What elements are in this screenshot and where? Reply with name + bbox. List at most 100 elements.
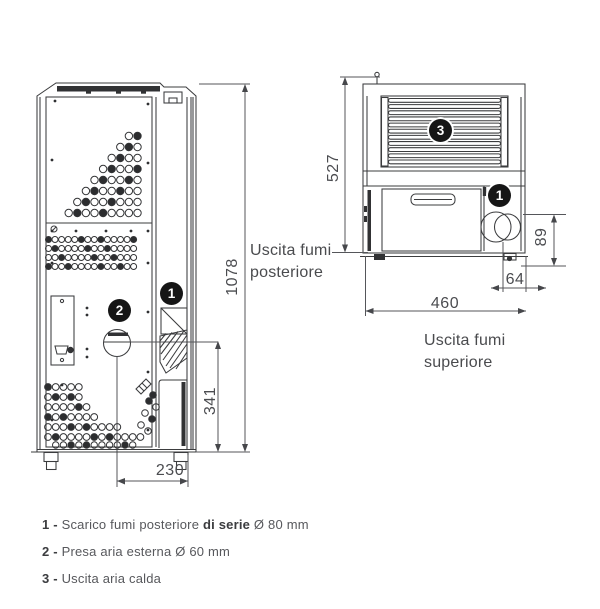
screw-dot xyxy=(146,161,150,165)
vent-hole xyxy=(130,245,138,252)
dim-label-flue-horizontal: 230 xyxy=(155,462,185,479)
dim-label-flue-height: 341 xyxy=(202,386,219,416)
grille-slat xyxy=(387,147,502,153)
vent-hole xyxy=(81,197,91,207)
power-socket xyxy=(67,346,74,354)
screw-dot xyxy=(85,313,89,317)
vent-hole xyxy=(73,197,82,207)
vent-hole xyxy=(74,383,83,391)
vent-hole xyxy=(98,186,108,196)
marker-rear-flue-outlet: 1 xyxy=(160,282,183,305)
vent-hole xyxy=(84,263,92,270)
vent-hole xyxy=(136,433,145,441)
divider-tick xyxy=(482,187,487,196)
vent-hole xyxy=(67,403,75,411)
vent-hole xyxy=(67,441,75,449)
side-body-outline xyxy=(362,83,526,254)
vent-hole xyxy=(133,164,142,174)
vent-hole xyxy=(97,254,105,261)
vent-hole xyxy=(124,175,134,185)
vent-hole xyxy=(124,164,134,174)
vent-hole xyxy=(110,245,118,252)
vent-hole xyxy=(90,441,98,449)
screw-dots xyxy=(50,99,150,432)
triangular-perforation-field xyxy=(64,131,142,218)
vent-hole xyxy=(67,413,75,421)
dim-label-flue-side: 64 xyxy=(505,271,525,288)
top-bracket-notch xyxy=(168,97,178,104)
marker-side-flue-outlet: 1 xyxy=(488,184,511,207)
rear-top-vent-strip xyxy=(57,86,160,92)
vent-hole xyxy=(71,263,79,270)
legend-1-number: 1 - xyxy=(42,517,58,532)
vent-hole xyxy=(71,236,79,243)
vent-hole xyxy=(81,186,91,196)
vent-hole xyxy=(123,236,131,243)
grille-slats xyxy=(387,97,502,165)
vent-hole xyxy=(67,383,75,391)
vent-hole xyxy=(105,423,114,431)
vent-hole xyxy=(130,236,138,243)
vent-hole xyxy=(116,142,125,152)
dimension-64 xyxy=(491,256,546,292)
vent-hole xyxy=(97,263,105,270)
pellet-drawer xyxy=(381,188,482,252)
dimension-89 xyxy=(521,214,566,267)
vent-hole xyxy=(51,236,59,243)
vent-hole xyxy=(113,423,122,431)
vent-hole xyxy=(64,208,73,218)
dimension-1078 xyxy=(196,83,250,453)
vent-hole xyxy=(116,186,125,196)
marker-air-intake: 2 xyxy=(108,299,131,322)
vent-hole xyxy=(145,397,153,405)
electrical-panel xyxy=(50,295,75,366)
vent-hole xyxy=(97,245,105,252)
vent-hole xyxy=(124,142,134,152)
screw-dot xyxy=(50,158,54,162)
lower-duct xyxy=(158,379,188,448)
screw-dot xyxy=(50,261,54,265)
vent-hole xyxy=(74,433,83,441)
vent-hole xyxy=(77,245,85,252)
vent-hole xyxy=(81,208,91,218)
legend-1-text: Scarico fumi posteriore xyxy=(57,517,203,532)
vent-hole xyxy=(67,423,75,431)
vent-hole xyxy=(149,391,157,399)
vent-hole xyxy=(44,403,52,411)
vent-hole xyxy=(58,245,66,252)
vent-hole xyxy=(124,186,134,196)
rear-top-strip-ticks xyxy=(86,91,146,94)
vent-hole xyxy=(51,413,60,421)
vent-hole xyxy=(124,197,134,207)
screw-dot xyxy=(146,261,150,265)
legend-1-bold: di serie xyxy=(202,517,251,532)
vent-hole xyxy=(116,208,125,218)
perforation-band xyxy=(45,236,138,270)
grille-slat xyxy=(387,97,502,103)
vent-hole xyxy=(107,208,116,218)
vent-hole xyxy=(148,415,156,423)
vent-hole xyxy=(144,427,152,435)
vent-hole xyxy=(133,186,142,196)
vent-hole xyxy=(107,197,116,207)
vent-hole xyxy=(123,245,131,252)
vent-hole xyxy=(74,403,83,411)
vent-hole xyxy=(123,254,131,261)
vent-hole xyxy=(51,263,59,270)
vent-hole xyxy=(110,263,118,270)
vent-hole xyxy=(124,153,134,163)
vent-hole xyxy=(116,164,125,174)
vent-hole xyxy=(84,254,92,261)
vent-hole xyxy=(51,245,59,252)
vent-hole xyxy=(58,236,66,243)
vent-hole xyxy=(90,175,99,185)
vent-hole xyxy=(73,208,82,218)
rear-view-title: Uscita fumi posteriore xyxy=(250,242,332,281)
vent-hole xyxy=(105,433,114,441)
vent-hole xyxy=(113,433,122,441)
vent-hole xyxy=(84,236,92,243)
rear-view-drawing xyxy=(31,82,250,487)
lower-perforation-field xyxy=(44,383,160,449)
